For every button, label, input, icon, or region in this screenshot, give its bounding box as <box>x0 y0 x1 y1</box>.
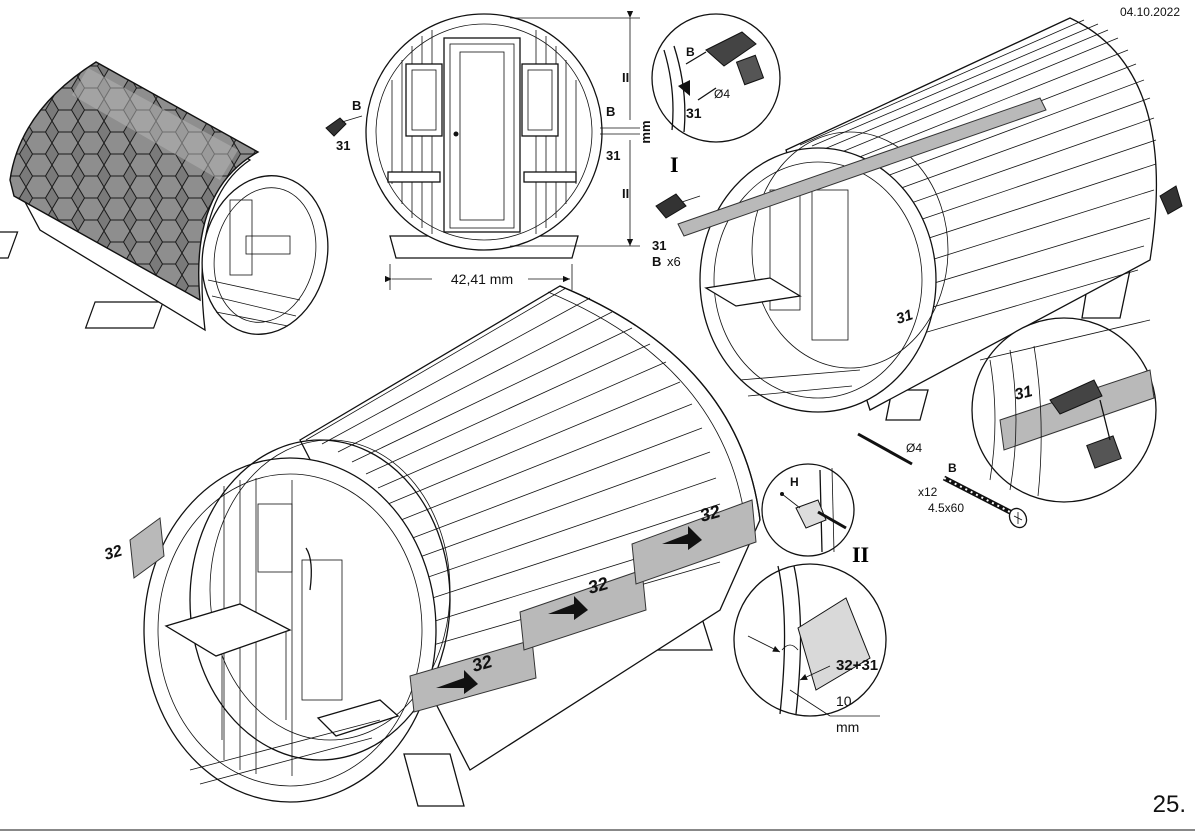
zoom-drill-icon <box>1049 379 1122 469</box>
zoom-tape-label: 31 <box>1013 383 1034 404</box>
gap-unit-label: mm <box>836 719 859 735</box>
drill-bit-size: Ø4 <box>906 441 922 455</box>
hammer-detail-callout: H <box>761 463 855 557</box>
step-one-screw-label: B <box>652 254 661 269</box>
hardware-screw-label: B <box>948 461 957 475</box>
hammer-icon <box>795 499 847 530</box>
step-one-drill-icon <box>655 193 701 219</box>
step-one-drill-icon-right <box>1159 185 1183 215</box>
drill-screw-label: B <box>686 45 695 59</box>
screw-driver-icon-left <box>325 115 363 137</box>
parts-combo-label: 32+31 <box>836 657 878 674</box>
tool-label: H <box>790 475 799 489</box>
step-two-marker: II <box>852 542 869 567</box>
gap-symbol-upper: II <box>622 70 629 85</box>
front-screw-label-left: B <box>352 98 361 113</box>
step-one-tape-label: 31 <box>894 306 915 327</box>
gap-symbol-lower: II <box>622 186 629 201</box>
gap-detail-callout: 32+31 10 mm <box>733 563 887 735</box>
page-number: 25. <box>1153 791 1186 818</box>
drill-icon <box>685 31 765 86</box>
drill-detail-callout: B Ø4 31 <box>651 13 781 143</box>
hardware-quantity: x12 <box>918 485 938 499</box>
width-dimension: 42,41 mm <box>451 271 513 287</box>
gap-unit: mm <box>638 120 653 143</box>
document-date: 04.10.2022 <box>1120 5 1180 19</box>
front-elevation-view: II II mm 42,41 mm B 31 B 31 <box>325 10 653 290</box>
drill-size-label: Ø4 <box>714 87 730 101</box>
drill-part-label: 31 <box>686 105 702 121</box>
step-one-zoom-callout: 31 <box>971 317 1157 503</box>
gap-value: 10 <box>836 693 852 709</box>
step-one-quantity: x6 <box>667 254 681 269</box>
front-part-label-left: 31 <box>336 138 350 153</box>
front-part-label-right: 31 <box>606 148 620 163</box>
drill-bit-icon <box>857 431 913 466</box>
step-one-part-label: 31 <box>652 238 666 253</box>
finished-sauna-view <box>0 61 329 335</box>
main-barrel: 32 32 32 32 <box>102 285 761 807</box>
screw-hardware-icon <box>942 475 1028 529</box>
step-one-barrel: I 31 B x6 31 <box>652 17 1183 421</box>
hardware-size: 4.5x60 <box>928 501 964 515</box>
tape-label-32-side: 32 <box>102 543 124 564</box>
step-one-marker: I <box>670 152 679 177</box>
front-screw-label-right: B <box>606 104 615 119</box>
